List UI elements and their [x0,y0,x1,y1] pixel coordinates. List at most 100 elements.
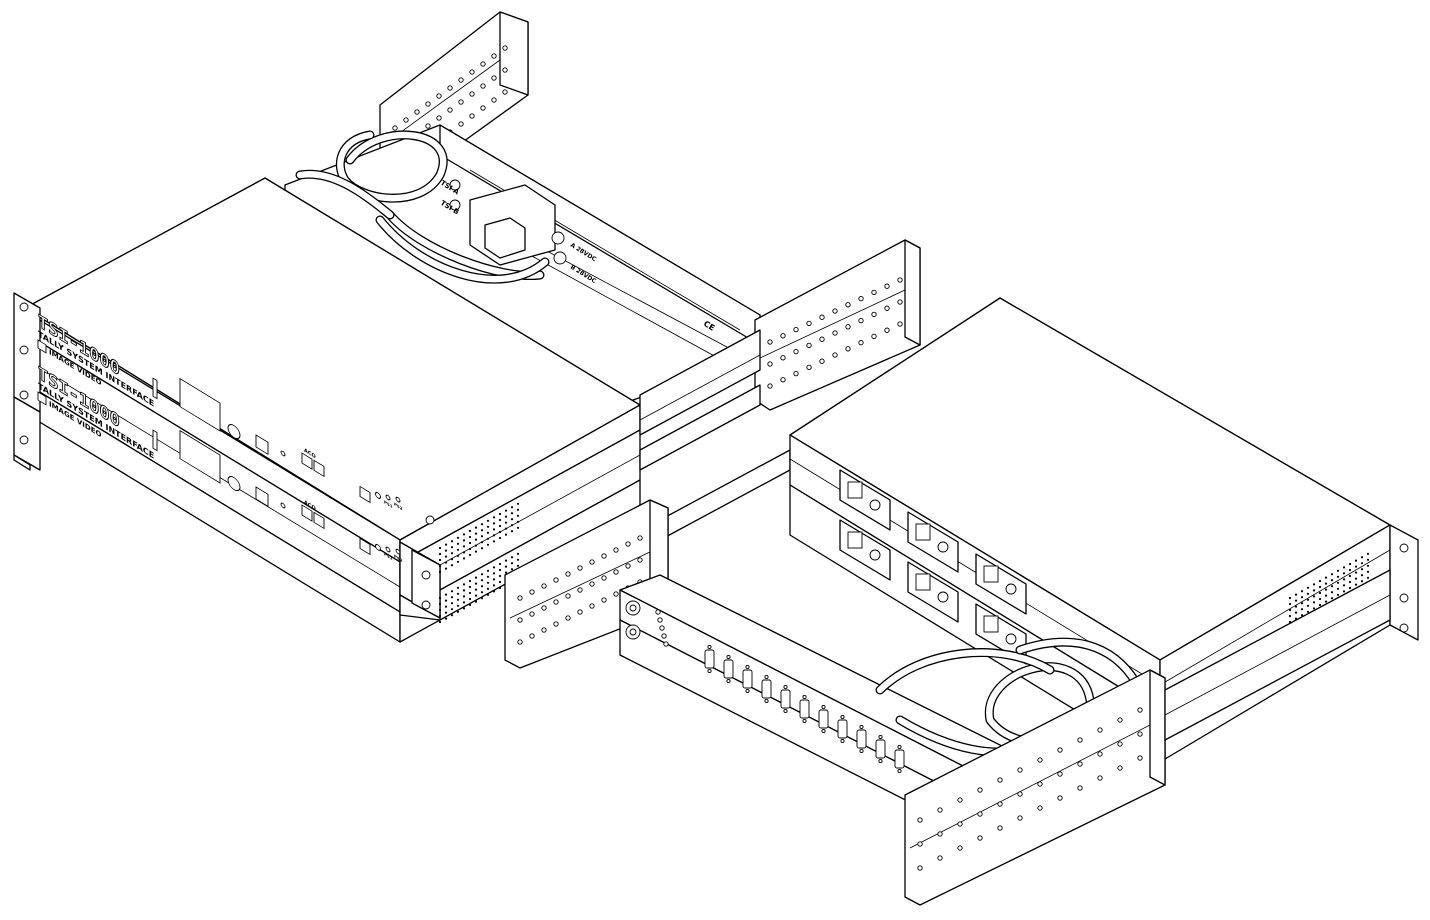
vent-hole [444,617,448,620]
db9-screw [707,668,712,674]
db9-screw [878,758,883,764]
vent-hole [1354,577,1358,580]
upper-aco-button[interactable] [301,452,313,470]
mounting-hole [1077,761,1083,767]
vent-hole [516,502,520,505]
vent-hole [1348,568,1352,572]
vent-hole [462,601,466,604]
mounting-hole [819,358,825,364]
vent-hole [438,552,442,556]
vent-hole [1354,571,1358,574]
vent-hole [1342,578,1346,581]
vent-hole [450,608,454,611]
vent-hole [1366,570,1370,573]
iec-inlet [983,565,999,583]
vent-hole [1306,610,1310,613]
db9-screw [821,728,826,734]
mounting-hole [553,621,559,627]
vent-hole [462,589,466,592]
mounting-hole [491,75,497,81]
lower-reset-button[interactable] [359,537,371,556]
mounting-hole [491,53,497,59]
mounting-hole [997,777,1003,783]
mounting-hole [997,825,1003,831]
upper-mode-button[interactable] [255,434,269,456]
iec-inlet [915,573,931,591]
mounting-hole [447,107,453,113]
mounting-hole [884,283,890,289]
db9-screw [726,678,731,684]
mounting-hole [1117,717,1123,723]
vent-hole [1288,596,1292,600]
vent-hole [498,518,502,522]
vent-hole [1294,611,1298,614]
vent-hole [1318,579,1322,583]
vent-hole [1306,592,1310,595]
vent-hole [1306,586,1310,589]
vent-hole [444,599,448,602]
vent-hole [444,593,448,596]
vent-hole [456,554,460,557]
side-vent-grille [438,502,520,624]
vent-hole [492,516,496,519]
vent-hole [1324,594,1328,597]
upper-reset-button[interactable] [359,485,371,504]
mounting-hole [845,324,851,330]
db9-screw [726,654,731,660]
mounting-hole [425,101,431,107]
mounting-hole [529,589,535,595]
vent-hole [1318,585,1322,589]
upper-display [179,377,221,432]
lower-mode-button[interactable] [255,486,269,508]
vent-hole [450,558,454,561]
vent-hole [474,582,478,585]
vent-hole [504,521,508,524]
db9-screw [745,688,750,694]
lower-ack-button[interactable] [313,511,325,530]
db9-screw [745,664,750,670]
lower-knob[interactable] [227,474,241,493]
vent-hole [516,520,520,523]
mounting-hole [565,571,571,577]
mounting-hole [780,355,786,361]
vent-hole [1300,608,1304,611]
vent-hole [1300,596,1304,599]
vent-hole [450,540,454,543]
mounting-hole [589,603,595,609]
upper-ack-button[interactable] [313,459,325,478]
vent-hole [510,562,514,565]
vent-hole [516,558,520,561]
mounting-hole [403,117,409,123]
lower-aco-button[interactable] [301,504,313,522]
upper-knob[interactable] [227,422,241,441]
vent-hole [498,536,502,540]
vent-hole [438,564,442,568]
mounting-hole [577,609,583,615]
left-rack-assembly: TSI A TSI B A 28VDC B 28VDC CE [13,11,921,643]
mounting-hole [601,553,607,559]
vent-hole [450,602,454,605]
vent-hole [1324,582,1328,585]
vent-hole [480,573,484,576]
vent-hole [1312,589,1316,592]
vent-hole [1336,581,1340,584]
mounting-hole [806,320,812,327]
mounting-hole [793,348,799,355]
vent-hole [480,579,484,582]
upper-usb-port [152,377,158,400]
vent-hole [498,568,502,572]
vent-hole [474,544,478,547]
mounting-hole [414,109,420,115]
status-led [661,633,667,639]
mounting-hole [541,583,547,589]
vent-hole [1348,580,1352,584]
vent-hole [504,559,508,562]
mounting-hole [637,535,643,541]
vent-hole [1342,572,1346,575]
vent-hole [1330,573,1334,576]
vent-hole [510,506,514,509]
mounting-hole [541,627,547,633]
psu-fan [1005,583,1017,595]
vent-hole [1360,562,1364,565]
vent-hole [498,562,502,566]
